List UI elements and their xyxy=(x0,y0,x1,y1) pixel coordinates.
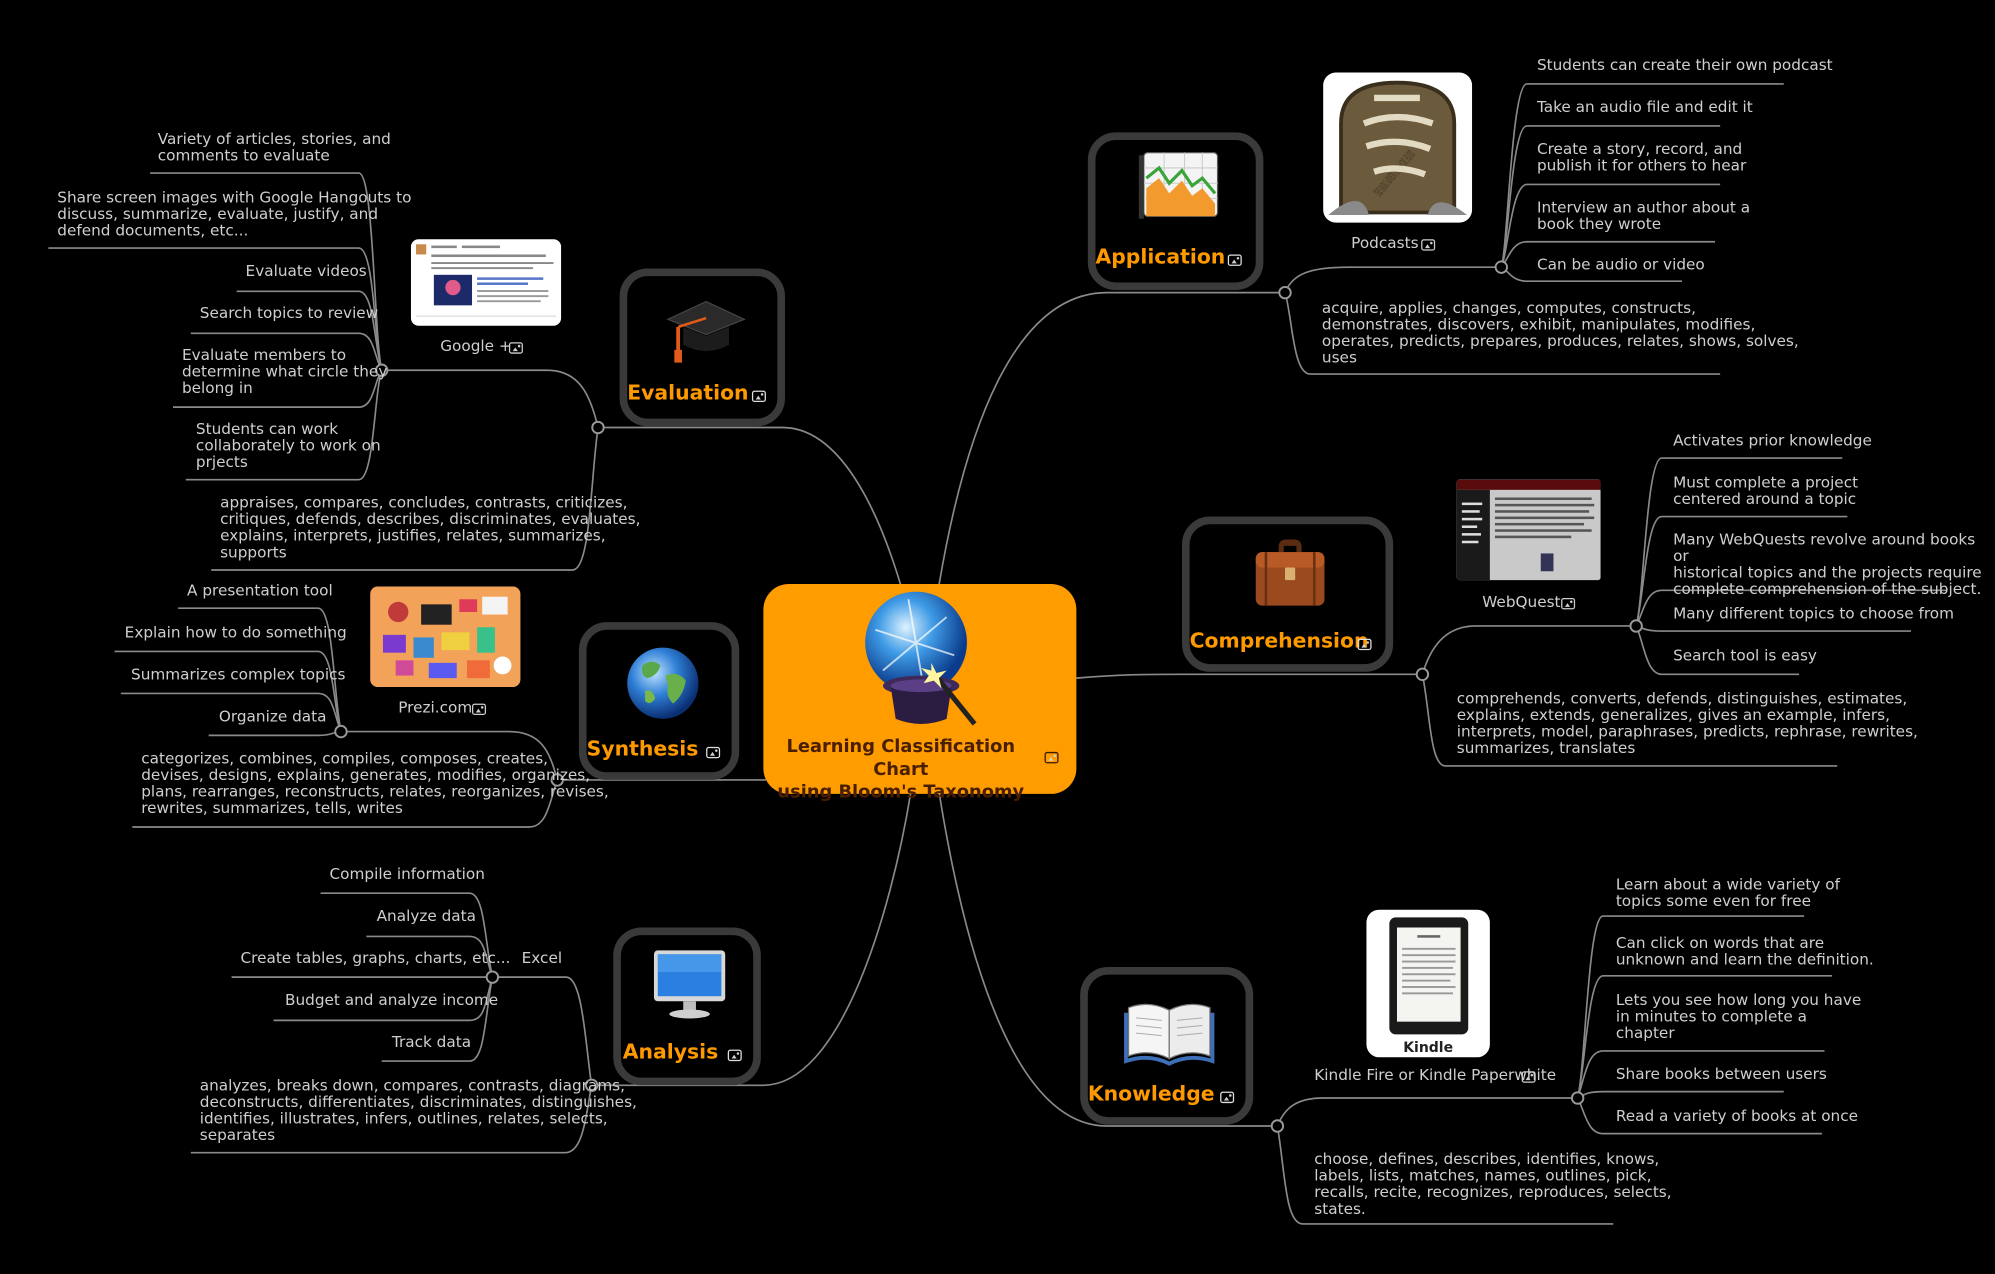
list-item[interactable]: Create a story, record, and publish it f… xyxy=(1536,139,1747,175)
topic-label: Application xyxy=(1095,244,1226,269)
topic-label: Comprehension xyxy=(1189,628,1369,653)
list-item[interactable]: Students can create their own podcast xyxy=(1536,55,1833,74)
verb-list[interactable]: acquire, applies, changes, computes, con… xyxy=(1321,298,1799,367)
topic-label: Knowledge xyxy=(1087,1081,1215,1106)
list-item[interactable]: Search topics to review xyxy=(199,304,379,322)
tool-label[interactable]: Google + xyxy=(440,337,512,355)
image-attachment-icon[interactable] xyxy=(508,342,523,354)
webpage-thumbnail-icon xyxy=(1456,479,1601,581)
topic-label: Evaluation xyxy=(627,380,749,405)
list-item[interactable]: Organize data xyxy=(218,707,327,726)
list-item[interactable]: Evaluate videos xyxy=(245,262,367,280)
list-item[interactable]: Interview an author about a book they wr… xyxy=(1536,198,1751,233)
kindle-image[interactable]: Kindle Paperwhite xyxy=(1366,909,1490,1058)
list-item[interactable]: Summarizes complex topics xyxy=(131,665,346,684)
list-item[interactable]: Variety of articles, stories, and commen… xyxy=(157,129,391,165)
list-item[interactable]: Learn about a wide variety of topics som… xyxy=(1615,875,1841,910)
verb-list[interactable]: categorizes, combines, compiles, compose… xyxy=(141,749,609,817)
list-item[interactable]: Many WebQuests revolve around books or h… xyxy=(1673,530,1982,598)
list-item[interactable]: Analyze data xyxy=(376,907,477,925)
image-attachment-icon[interactable] xyxy=(1561,597,1576,610)
open-book-icon xyxy=(1124,1003,1215,1066)
list-item[interactable]: Can be audio or video xyxy=(1536,255,1705,274)
verb-list[interactable]: appraises, compares, concludes, contrast… xyxy=(220,493,641,562)
image-attachment-icon[interactable] xyxy=(472,703,487,716)
tool-label[interactable]: Excel xyxy=(521,949,563,967)
list-item[interactable]: Share books between users xyxy=(1615,1064,1827,1083)
tool-label[interactable]: Prezi.com xyxy=(398,698,473,717)
image-attachment-icon[interactable] xyxy=(1421,239,1436,251)
list-item[interactable]: Evaluate members to determine what circl… xyxy=(181,346,388,397)
list-item[interactable]: Can click on words that are unknown and … xyxy=(1615,933,1874,969)
list-item[interactable]: Share screen images with Google Hangouts… xyxy=(57,188,412,240)
list-item[interactable]: Activates prior knowledge xyxy=(1673,431,1872,450)
kindle-caption: Kindle Paperwhite xyxy=(1383,1039,1473,1057)
verb-list[interactable]: analyzes, breaks down, compares, contras… xyxy=(199,1076,637,1144)
list-item[interactable]: Take an audio file and edit it xyxy=(1536,97,1753,116)
ereader-icon xyxy=(1389,917,1469,1035)
radio-tombstone-icon: THE RADIO ADVENTURES of DR. FLOYD xyxy=(1328,80,1467,216)
central-topic[interactable]: Learning Classification Chart using Bloo… xyxy=(763,583,1077,803)
list-item[interactable]: Track data xyxy=(391,1033,472,1051)
globe-icon xyxy=(627,647,699,719)
verb-list[interactable]: comprehends, converts, defends, distingu… xyxy=(1456,689,1918,758)
topic-analysis[interactable]: Analysis xyxy=(613,927,761,1086)
wizard-crystal-ball-icon xyxy=(865,591,977,726)
topic-label: Analysis xyxy=(622,1039,719,1064)
computer-monitor-icon xyxy=(653,950,726,1019)
central-topic-title: Learning Classification Chart using Bloo… xyxy=(777,736,1025,803)
list-item[interactable]: Explain how to do something xyxy=(124,623,347,642)
tool-label[interactable]: WebQuest xyxy=(1482,592,1561,611)
prezi-image[interactable] xyxy=(370,586,521,688)
topic-evaluation[interactable]: Evaluation xyxy=(619,268,786,427)
topic-synthesis[interactable]: Synthesis xyxy=(578,622,740,780)
topic-comprehension[interactable]: Comprehension xyxy=(1181,516,1394,672)
image-attachment-icon[interactable] xyxy=(1357,638,1372,651)
topic-knowledge[interactable]: Knowledge xyxy=(1080,966,1254,1125)
list-item[interactable]: Students can work collaborately to work … xyxy=(195,419,381,471)
list-item[interactable]: A presentation tool xyxy=(187,581,333,600)
collage-thumbnail-icon xyxy=(370,586,521,688)
topic-application[interactable]: Application xyxy=(1087,132,1264,291)
image-attachment-icon[interactable] xyxy=(706,746,721,759)
image-attachment-icon[interactable] xyxy=(1227,254,1242,266)
image-attachment-icon[interactable] xyxy=(1044,751,1059,764)
list-item[interactable]: Search tool is easy xyxy=(1673,646,1817,665)
image-attachment-icon[interactable] xyxy=(1521,1071,1536,1083)
google-plus-image[interactable] xyxy=(410,239,562,326)
podcast-image[interactable]: THE RADIO ADVENTURES of DR. FLOYD xyxy=(1323,72,1473,223)
briefcase-icon xyxy=(1255,539,1325,606)
list-item[interactable]: Read a variety of books at once xyxy=(1615,1106,1859,1125)
webquest-image[interactable] xyxy=(1456,479,1601,581)
image-attachment-icon[interactable] xyxy=(751,390,766,403)
tool-label[interactable]: Kindle Fire or Kindle Paperwhite xyxy=(1314,1066,1557,1084)
topic-label: Synthesis xyxy=(586,736,699,761)
list-item[interactable]: Many different topics to choose from xyxy=(1673,604,1954,623)
list-item[interactable]: Budget and analyze income xyxy=(284,991,499,1009)
graduation-cap-icon xyxy=(666,300,746,363)
image-attachment-icon[interactable] xyxy=(1220,1091,1235,1104)
verb-list[interactable]: choose, defines, describes, identifies, … xyxy=(1314,1150,1672,1218)
list-item[interactable]: Compile information xyxy=(329,865,485,883)
tool-label[interactable]: Podcasts xyxy=(1351,234,1419,252)
social-post-thumbnail-icon xyxy=(416,244,556,317)
list-item[interactable]: Lets you see how long you have in minute… xyxy=(1615,991,1862,1043)
list-item[interactable]: Create tables, graphs, charts, etc... xyxy=(240,949,511,967)
list-item[interactable]: Must complete a project centered around … xyxy=(1673,473,1859,508)
image-attachment-icon[interactable] xyxy=(727,1049,742,1062)
chart-board-icon xyxy=(1138,152,1219,219)
